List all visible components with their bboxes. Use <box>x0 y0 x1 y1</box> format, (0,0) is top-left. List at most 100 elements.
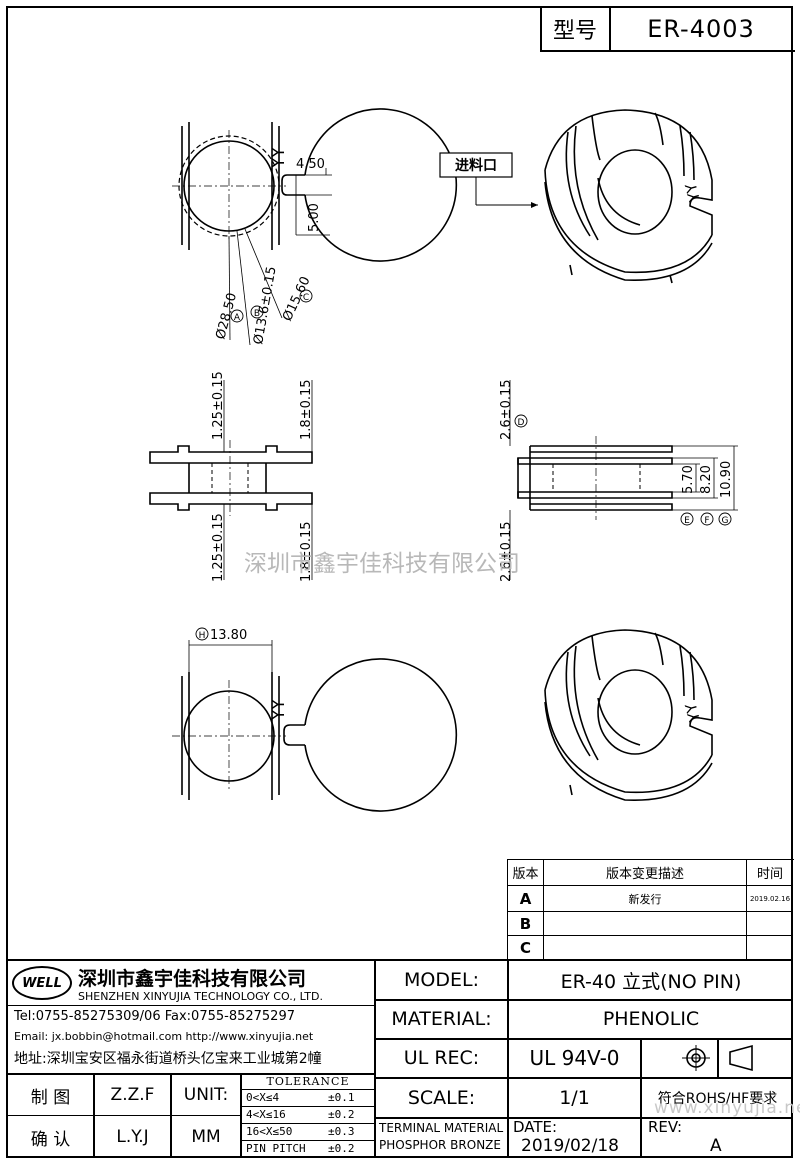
svg-text:H: H <box>199 631 206 641</box>
side-left-bottom: 1.25±0.15 <box>211 513 226 582</box>
revision-table <box>507 859 794 960</box>
check-value: L.Y.J <box>116 1127 149 1147</box>
watermark-url: www.xinyujia.net <box>654 1098 800 1118</box>
company-name-cn: 深圳市鑫宇佳科技有限公司 <box>78 968 307 990</box>
model-header <box>540 8 795 52</box>
iso-mark-top: YY <box>682 180 705 204</box>
section-h1: 5.70 <box>681 465 696 494</box>
scale-value: 1/1 <box>559 1087 590 1109</box>
slot-width-dim: 4.50 <box>296 157 325 172</box>
terminal-value: PHOSPHOR BRONZE <box>379 1138 501 1152</box>
side-view <box>149 380 313 580</box>
scale-label: SCALE: <box>407 1087 476 1109</box>
material-value: PHENOLIC <box>602 1008 700 1030</box>
svg-text:F: F <box>704 516 709 526</box>
svg-text:5.70: 5.70 <box>681 465 696 494</box>
side-left-top: 1.25±0.15 <box>211 371 226 440</box>
svg-text:4.50: 4.50 <box>296 157 325 172</box>
rev-label: REV: <box>648 1118 682 1136</box>
top-mark: YY <box>269 147 289 169</box>
dim-b: Ø13.6±0.15 <box>251 265 279 345</box>
svg-text:G: G <box>722 516 729 526</box>
rev-row-b-rev: B <box>519 914 532 933</box>
tol-range-3: 16<X≤50 <box>246 1125 293 1138</box>
svg-text:YY: YY <box>682 180 705 204</box>
unit-label: UNIT: <box>183 1085 229 1105</box>
svg-text:1.25±0.15: 1.25±0.15 <box>211 513 226 582</box>
dim-h: 13.80 <box>210 628 247 643</box>
top-view <box>172 108 458 346</box>
tag-d: D <box>518 418 525 428</box>
technical-drawing: 4.50 5.00 Ø28.50 Ø13.6±0.15 Ø15.60 A B C… <box>149 108 738 812</box>
tol-value-2: ±0.2 <box>328 1108 355 1121</box>
rev-header-desc: 版本变更描述 <box>605 867 684 882</box>
title-block-top <box>6 959 793 961</box>
svg-text:YY: YY <box>269 147 289 169</box>
isometric-view-top <box>544 109 713 284</box>
tol-range-2: 4<X≤16 <box>246 1108 286 1121</box>
tag-e: E <box>684 516 690 526</box>
tolerance-title: TOLERANCE <box>266 1075 350 1088</box>
svg-text:Ø13.6±0.15: Ø13.6±0.15 <box>251 265 279 345</box>
model-value: ER-40 立式(NO PIN) <box>560 970 742 993</box>
check-label: 确 认 <box>30 1129 71 1150</box>
side-right-top: 1.8±0.15 <box>299 379 314 440</box>
header-divider <box>609 8 611 50</box>
svg-text:D: D <box>518 418 525 428</box>
logo-text: WELL <box>22 975 62 991</box>
inlet-label: 进料口 <box>455 157 497 174</box>
date-label: DATE: <box>513 1118 558 1136</box>
svg-text:1.25±0.15: 1.25±0.15 <box>211 371 226 440</box>
tol-value-1: ±0.1 <box>328 1091 355 1104</box>
rohs-text: 符合ROHS/HF要求 <box>657 1091 778 1107</box>
ulrec-label: UL REC: <box>403 1047 480 1069</box>
tol-value-4: ±0.2 <box>328 1142 355 1155</box>
rev-row-a-date: 2019.02.16 <box>749 894 791 903</box>
terminal-label: TERMINAL MATERIAL <box>379 1121 504 1135</box>
svg-text:2.6±0.15: 2.6±0.15 <box>499 521 514 582</box>
company-contact: Tel:0755-85275309/06 Fax:0755-85275297 <box>14 1009 295 1024</box>
company-logo <box>12 966 72 1000</box>
section-view <box>509 380 738 580</box>
drawing-frame <box>6 6 793 1158</box>
tol-range-1: 0<X≤4 <box>246 1091 280 1104</box>
company-name-en: SHENZHEN XINYUJIA TECHNOLOGY CO., LTD. <box>78 990 323 1003</box>
company-email: Email: jx.bobbin@hotmail.com http://www.… <box>14 1030 314 1043</box>
rev-row-c-rev: C <box>519 938 531 957</box>
rev-value: A <box>710 1136 722 1156</box>
svg-text:YY: YY <box>682 700 705 724</box>
unit-value: MM <box>191 1127 221 1147</box>
svg-text:C: C <box>303 293 309 303</box>
svg-text:进料口: 进料口 <box>455 157 497 174</box>
svg-text:8.20: 8.20 <box>699 465 714 494</box>
section-bottom-flange: 2.6±0.15 <box>499 521 514 582</box>
svg-text:E: E <box>684 516 690 526</box>
tag-c: C <box>303 293 309 303</box>
svg-text:10.90: 10.90 <box>719 461 734 498</box>
tag-a: A <box>234 313 241 323</box>
tol-value-3: ±0.3 <box>328 1125 355 1138</box>
tag-h: H <box>199 631 206 641</box>
svg-text:5.00: 5.00 <box>307 203 322 232</box>
section-top-flange: 2.6±0.15 <box>499 379 514 440</box>
svg-text:1.8±0.15: 1.8±0.15 <box>299 379 314 440</box>
rev-header-version: 版本 <box>512 867 539 882</box>
section-h3: 10.90 <box>719 461 734 498</box>
drawn-label: 制 图 <box>30 1087 71 1108</box>
svg-text:2.6±0.15: 2.6±0.15 <box>499 379 514 440</box>
tag-f: F <box>704 516 709 526</box>
bottom-mark: YY <box>269 699 289 721</box>
company-address: 地址:深圳宝安区福永街道桥头亿宝来工业城第2幢 <box>14 1051 322 1067</box>
tol-range-4: PIN PITCH <box>246 1142 306 1155</box>
rev-header-date: 时间 <box>756 867 783 882</box>
section-h2: 8.20 <box>699 465 714 494</box>
type-value: ER-4003 <box>647 15 755 43</box>
ulrec-value: UL 94V-0 <box>529 1046 620 1070</box>
drawn-value: Z.Z.F <box>110 1085 155 1105</box>
isometric-view-bottom <box>544 629 713 801</box>
material-label: MATERIAL: <box>391 1008 492 1030</box>
projection-symbol-icon <box>682 1044 753 1072</box>
tag-b: B <box>254 309 260 319</box>
svg-text:YY: YY <box>269 699 289 721</box>
type-label: 型号 <box>552 19 597 44</box>
